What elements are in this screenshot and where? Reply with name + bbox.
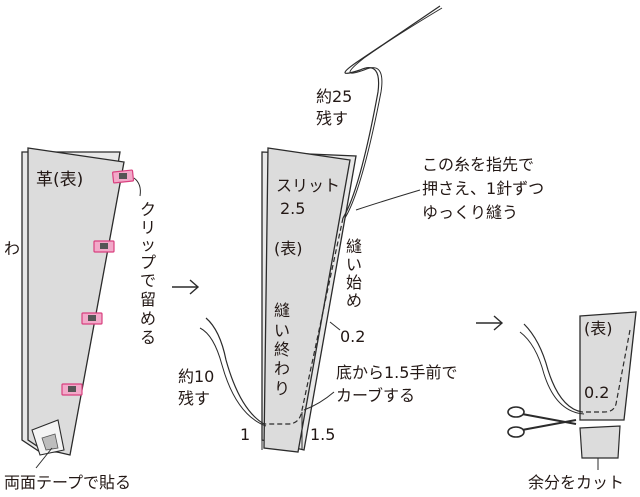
- clip-icon: [93, 240, 115, 253]
- clip-icon: [81, 312, 103, 325]
- arrow-right-icon: [172, 279, 200, 295]
- thread-length-label-1: 約25: [316, 87, 352, 106]
- thread-length-label-2: 残す: [316, 109, 348, 128]
- thread-3b: [519, 331, 585, 415]
- clip-label-vertical: ク リ ッ プ で 留 め る: [140, 200, 156, 347]
- clip-icon: [112, 169, 135, 184]
- thread-long-2: [344, 7, 443, 219]
- svg-text:縫: 縫: [346, 237, 362, 256]
- leather-front-label: 革(表): [36, 170, 83, 190]
- front-label-3: (表): [584, 319, 613, 338]
- svg-text:終: 終: [274, 340, 290, 359]
- svg-text:る: る: [140, 328, 156, 347]
- tape-leader: [35, 447, 53, 469]
- svg-text:い: い: [346, 255, 362, 274]
- svg-text:め: め: [140, 309, 156, 328]
- svg-text:リ: リ: [140, 218, 156, 237]
- front-label-2: (表): [274, 239, 303, 258]
- press-label-3: ゆっくり縫う: [422, 203, 518, 222]
- fold-label: わ: [4, 239, 20, 258]
- press-leader: [355, 189, 421, 211]
- svg-text:り: り: [274, 379, 290, 398]
- clip-icon: [61, 383, 83, 396]
- curve-label-2: カーブする: [336, 386, 415, 405]
- tape-label: 両面テープで貼る: [4, 473, 131, 492]
- figure-3-trim: [507, 311, 637, 470]
- svg-text:い: い: [274, 321, 290, 340]
- dimension-15-label: 1.5: [310, 425, 335, 444]
- leather-piece-3: [579, 311, 637, 421]
- curve-label-1: 底から1.5手前で: [336, 363, 457, 382]
- seam-allowance-label-3: 0.2: [584, 383, 609, 402]
- stitch-line: [264, 217, 344, 425]
- remain10-label-2: 残す: [178, 389, 210, 408]
- figure-1-leather-clipped: [21, 147, 141, 469]
- clip-leader: [133, 177, 141, 197]
- svg-text:で: で: [140, 271, 156, 290]
- thread-short: [205, 317, 265, 425]
- seam-allowance-label: 0.2: [340, 327, 365, 346]
- figure-2-sewing: [199, 5, 443, 453]
- scissors-icon: [507, 406, 577, 438]
- svg-text:縫: 縫: [274, 301, 290, 320]
- slit-label-1: スリット: [276, 176, 340, 195]
- svg-text:め: め: [346, 291, 362, 310]
- cut-off-piece: [579, 425, 621, 459]
- leather-piece-2: [263, 147, 351, 453]
- arrow-right-icon: [476, 315, 504, 331]
- leather-piece: [27, 147, 125, 456]
- slit-label-2: 2.5: [280, 199, 305, 218]
- svg-text:始: 始: [346, 273, 362, 292]
- curve-leader: [303, 391, 335, 411]
- svg-text:プ: プ: [140, 253, 156, 272]
- thread-short-2: [199, 327, 267, 427]
- tape-hatch: [41, 433, 59, 451]
- thread-3: [523, 323, 583, 413]
- sew-end-label-vertical: 縫 い 終 わ り: [274, 301, 290, 398]
- press-label-1: この糸を指先で: [422, 155, 534, 174]
- dimension-1-label: 1: [240, 425, 250, 444]
- press-label-2: 押さえ、1針ずつ: [422, 179, 544, 198]
- svg-text:わ: わ: [274, 359, 290, 378]
- svg-text:留: 留: [140, 290, 156, 309]
- seam-leader: [329, 321, 341, 331]
- stitch-line-3: [582, 329, 631, 413]
- cut-label: 余分をカット: [528, 473, 624, 492]
- remain10-label-1: 約10: [178, 367, 214, 386]
- svg-text:ッ: ッ: [140, 235, 156, 254]
- sew-start-label-vertical: 縫 い 始 め: [346, 237, 362, 310]
- svg-text:ク: ク: [140, 200, 156, 219]
